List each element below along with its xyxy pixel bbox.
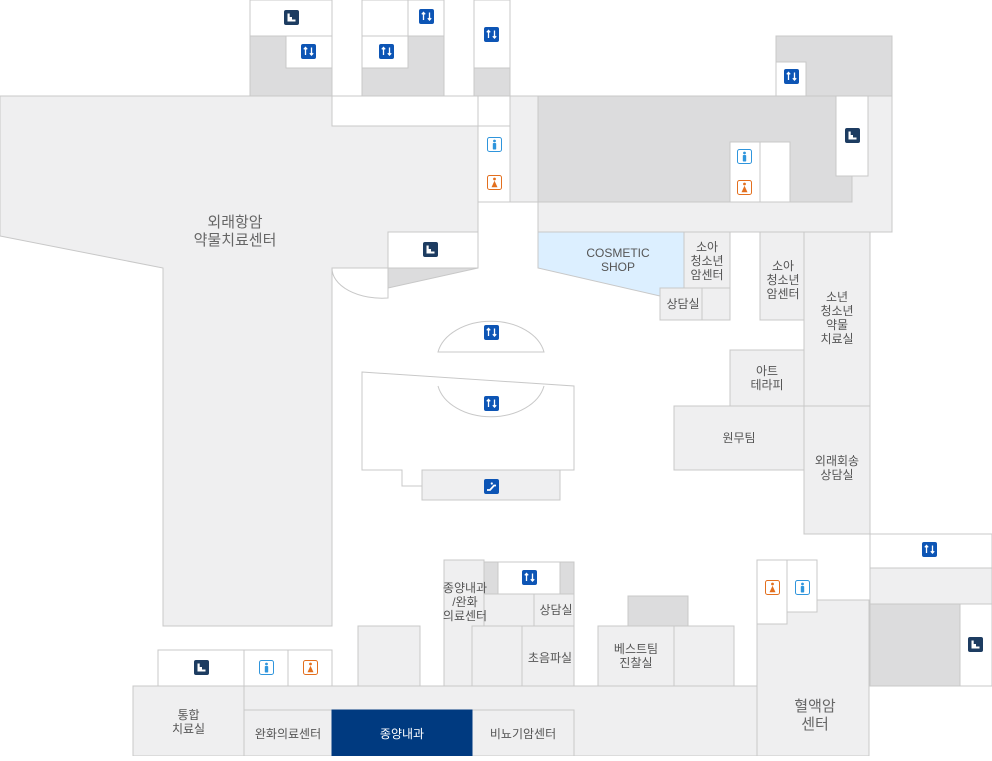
- elevator-icon[interactable]: [379, 44, 394, 59]
- womens-restroom-icon[interactable]: [487, 175, 502, 190]
- label-blood-cancer[interactable]: 혈액암 센터: [794, 698, 836, 733]
- label-child-teen-center-b[interactable]: 소아 청소년 암센터: [766, 259, 800, 301]
- elevator-icon[interactable]: [484, 27, 499, 42]
- elevator-icon[interactable]: [922, 542, 937, 557]
- escalator-icon[interactable]: [484, 479, 499, 494]
- elevator-icon[interactable]: [522, 570, 537, 585]
- label-oncology-palliative[interactable]: 종양내과 /완화 의료센터: [442, 581, 488, 623]
- womens-restroom-icon[interactable]: [303, 660, 318, 675]
- label-consult-room-bottom[interactable]: 상담실: [539, 603, 573, 617]
- label-won-team[interactable]: 원무팀: [722, 431, 756, 445]
- elevator-icon[interactable]: [484, 396, 499, 411]
- mens-restroom-icon[interactable]: [487, 137, 502, 152]
- label-ultrasound[interactable]: 초음파실: [527, 651, 573, 665]
- label-art-terrace[interactable]: 아트 테라피: [750, 364, 784, 392]
- elevator-icon[interactable]: [419, 9, 434, 24]
- stairs-icon[interactable]: [968, 637, 983, 652]
- label-palliative-center[interactable]: 완화의료센터: [254, 727, 322, 741]
- door-arc: [331, 267, 389, 299]
- label-urology-center[interactable]: 비뇨기암센터: [489, 727, 557, 741]
- outpatient-pharma-wing: [0, 95, 479, 627]
- label-best-team[interactable]: 베스트팀 진찰실: [613, 642, 659, 670]
- label-cosmetic-shop[interactable]: COSMETIC SHOP: [586, 246, 650, 274]
- stairs-icon[interactable]: [845, 128, 860, 143]
- stairs-icon[interactable]: [194, 660, 209, 675]
- label-outpatient-pharma[interactable]: 외래항암 약물치료센터: [193, 214, 277, 249]
- mens-restroom-icon[interactable]: [259, 660, 274, 675]
- womens-restroom-icon[interactable]: [737, 180, 752, 195]
- label-integrated-treatment[interactable]: 통합 치료실: [171, 708, 206, 736]
- stairs-icon[interactable]: [423, 242, 438, 257]
- label-medical-oncology[interactable]: 종양내과: [379, 727, 425, 741]
- selected-room-box: [331, 709, 473, 757]
- blood-cancer-block: [756, 599, 870, 757]
- label-teen-pharma[interactable]: 소년 청소년 약물 치료실: [820, 290, 854, 346]
- label-outpatient-transfer[interactable]: 외래회송 상담실: [814, 454, 860, 482]
- stairs-icon[interactable]: [284, 10, 299, 25]
- mens-restroom-icon[interactable]: [737, 149, 752, 164]
- mens-restroom-icon[interactable]: [795, 580, 810, 595]
- label-consult-room-top[interactable]: 상담실: [666, 297, 700, 311]
- elevator-icon[interactable]: [301, 44, 316, 59]
- elevator-icon[interactable]: [784, 69, 799, 84]
- label-child-teen-center-a[interactable]: 소아 청소년 암센터: [690, 240, 724, 282]
- womens-restroom-icon[interactable]: [765, 580, 780, 595]
- elevator-icon[interactable]: [484, 325, 499, 340]
